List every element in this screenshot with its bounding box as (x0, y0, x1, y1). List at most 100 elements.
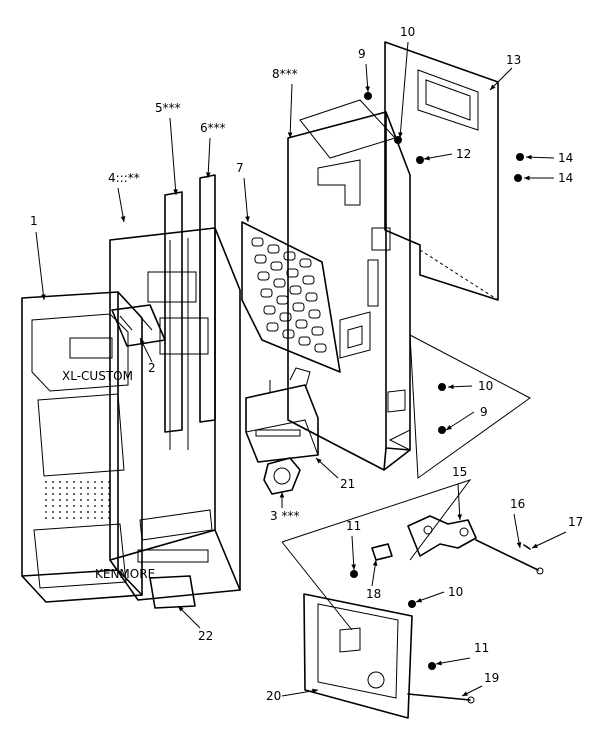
keypad-keys (251, 237, 327, 353)
leader-line (457, 483, 461, 521)
part-16-rod (475, 539, 544, 575)
part-8-chassis (287, 99, 411, 471)
leader-arrowhead (448, 384, 454, 390)
grille-dot (94, 481, 96, 483)
leader-arrowhead (41, 294, 46, 300)
callout-1: 1 (30, 214, 38, 228)
keypad-key (257, 271, 270, 281)
grille-dot (80, 499, 82, 501)
grille-dot (73, 505, 75, 507)
grille-dot (45, 505, 47, 507)
leader-arrowhead (526, 154, 532, 160)
leader-arrowhead (120, 216, 126, 222)
leader-line (289, 83, 293, 139)
leader-line (351, 535, 355, 571)
grille-dot (52, 517, 54, 519)
grille-dot (73, 517, 75, 519)
leader-line (399, 41, 409, 139)
callout-4: 4:::** (108, 171, 140, 185)
keypad-key (302, 275, 315, 285)
grille-dot (45, 499, 47, 501)
grille-dot (87, 517, 89, 519)
leader-arrowhead (351, 564, 357, 570)
leader-arrowhead (457, 514, 463, 520)
part-13-rear-plate (384, 41, 499, 301)
grille-dot (59, 511, 61, 513)
keypad-key (299, 258, 312, 268)
callout-2: 2 (148, 361, 156, 375)
callout-13: 13 (506, 53, 521, 67)
leader-line (169, 117, 177, 196)
grille-dot (87, 505, 89, 507)
keypad-key (279, 312, 292, 322)
keypad-key (308, 309, 321, 319)
part-15-bracket (407, 515, 477, 557)
callout-19: 19 (484, 671, 499, 685)
callout-17: 17 (568, 515, 583, 529)
keypad-key (270, 261, 283, 271)
leader-arrowhead (462, 691, 468, 696)
grille-dot (52, 487, 54, 489)
grille-dot (73, 487, 75, 489)
leader-arrowhead (205, 172, 211, 178)
callout-8: 8*** (272, 67, 298, 81)
grille-dot (59, 493, 61, 495)
keypad-key (311, 326, 324, 336)
callout-10b: 10 (478, 379, 493, 393)
part-22-label (149, 575, 196, 609)
callout-labels: 1 2 3 *** 4:::** 5*** 6*** 7 8*** 9 9 10… (30, 25, 583, 703)
leader-lines (35, 41, 567, 697)
grille-dot (45, 493, 47, 495)
grille-dot (101, 487, 103, 489)
grille-dot (94, 511, 96, 513)
grille-dot (87, 499, 89, 501)
callout-11b: 11 (474, 641, 489, 655)
keypad-key (276, 295, 289, 305)
grille-dot (94, 517, 96, 519)
leader-arrowhead (312, 688, 318, 694)
grille-dot (52, 493, 54, 495)
leader-arrowhead (436, 660, 442, 666)
leader-arrowhead (490, 84, 496, 90)
grille-dot (101, 505, 103, 507)
grille-dot (94, 499, 96, 501)
speaker-grille-dots (45, 481, 110, 519)
leader-arrowhead (287, 132, 293, 138)
grille-dot (73, 499, 75, 501)
callout-11a: 11 (346, 519, 361, 533)
keypad-key (266, 322, 279, 332)
leader-line (435, 657, 471, 665)
grille-dot (80, 505, 82, 507)
part-5-strip (164, 191, 183, 433)
grille-dot (101, 481, 103, 483)
callout-10a: 10 (400, 25, 415, 39)
grille-dot (52, 481, 54, 483)
part-19-shaft (407, 693, 475, 704)
callout-6: 6*** (200, 121, 226, 135)
grille-dot (52, 505, 54, 507)
grille-dot (52, 499, 54, 501)
leader-arrowhead (532, 543, 538, 548)
callout-14b: 14 (558, 171, 573, 185)
grille-dot (66, 505, 68, 507)
leader-line (531, 531, 567, 549)
grille-dot (59, 517, 61, 519)
part-3-switch (263, 457, 301, 495)
grille-dot (80, 487, 82, 489)
callout-21: 21 (340, 477, 355, 491)
grille-dot (66, 481, 68, 483)
grille-dot (94, 505, 96, 507)
grille-dot (59, 499, 61, 501)
leader-line (243, 177, 249, 223)
callout-18: 18 (366, 587, 381, 601)
grille-dot (52, 511, 54, 513)
callout-5: 5*** (155, 101, 181, 115)
grille-dot (80, 511, 82, 513)
leader-arrowhead (372, 560, 378, 566)
grille-dot (80, 493, 82, 495)
keypad-key (305, 292, 318, 302)
grille-dot (73, 493, 75, 495)
part-2-display-lens (111, 304, 166, 347)
leader-line (207, 137, 211, 179)
